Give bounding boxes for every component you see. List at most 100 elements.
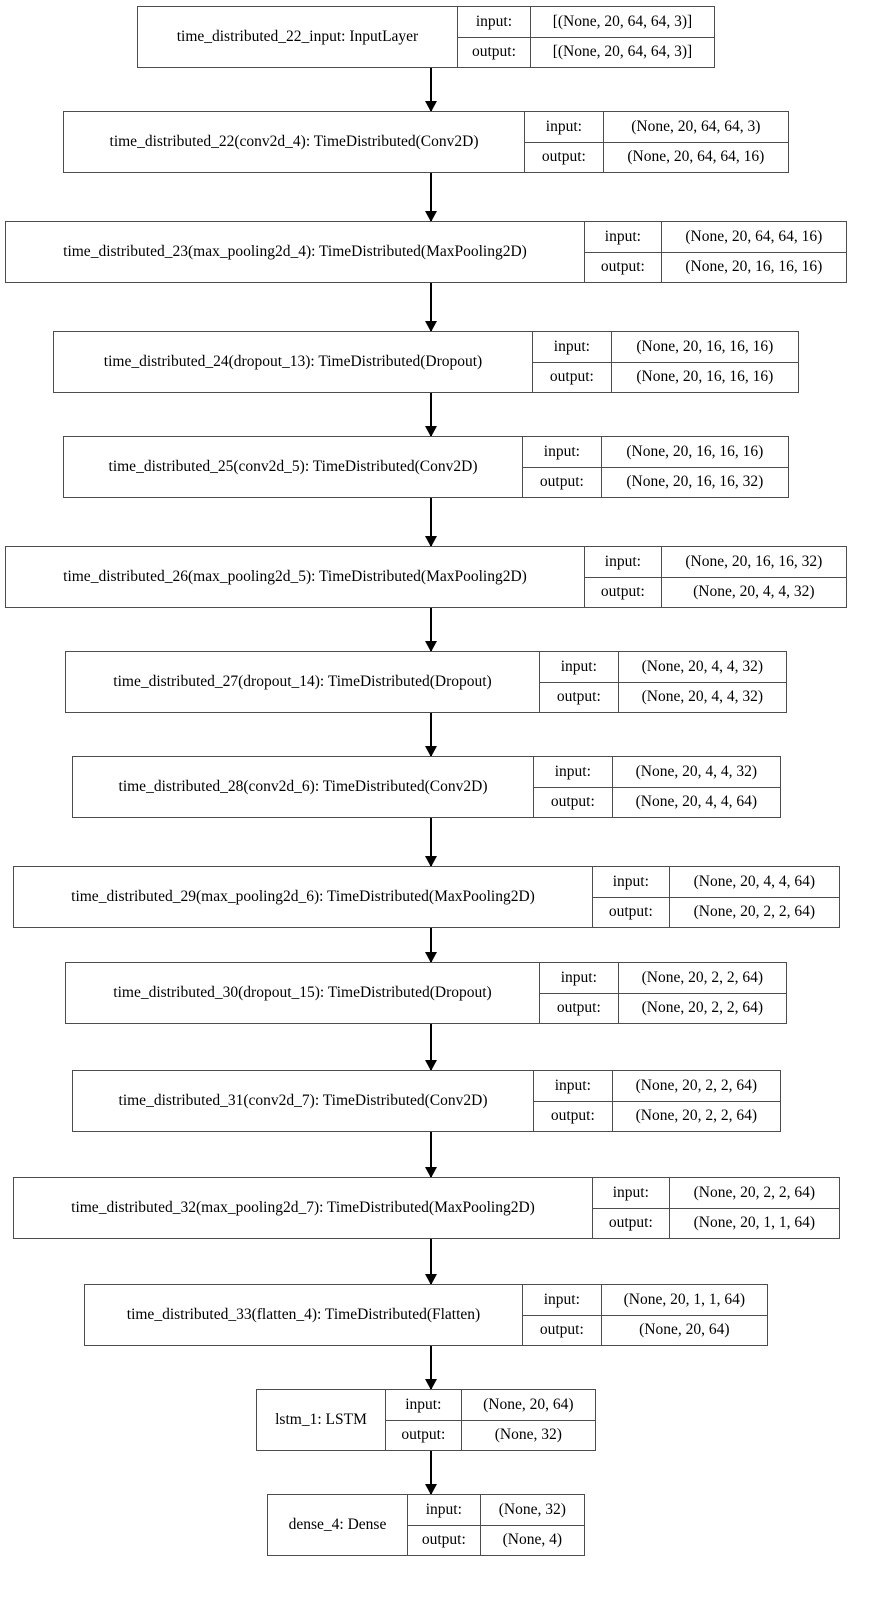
io-label-input: input: — [533, 332, 612, 362]
io-shape-output-time_distributed_22: (None, 20, 64, 64, 16) — [627, 148, 765, 166]
io-shape-output-time_distributed_28: (None, 20, 4, 4, 64) — [635, 793, 758, 811]
layer-io-table-time_distributed_25: input: (None, 20, 16, 16, 16) output: (None… — [522, 437, 788, 497]
layer-name-time_distributed_28: time_distributed_28(conv2d_6): TimeDistr… — [118, 778, 488, 796]
layer-io-table-time_distributed_26: input:(None, 20, 16, 16, 32)output:(None… — [584, 547, 846, 607]
io-shape-output-time_distributed_22_input: [(None, 20, 64, 64, 3)] — [552, 43, 693, 61]
io-row-output-time_distributed_25: output: (None, 20, 16, 16, 32) — [523, 467, 788, 497]
io-row-input-time_distributed_22_input: input:[(None, 20, 64, 64, 3)] — [457, 7, 714, 38]
layer-name-lstm_1: lstm_1: LSTM — [275, 1411, 367, 1429]
layer-name-time_distributed_23: time_distributed_23(max_pooling2d_4): Ti… — [63, 243, 527, 261]
layer-name-time_distributed_30: time_distributed_30(dropout_15): TimeDis… — [113, 984, 492, 1002]
io-shape-input-lstm_1: (None, 20, 64) — [483, 1395, 574, 1413]
io-label-input: input: — [523, 437, 602, 467]
layer-name-time_distributed_26: time_distributed_26(max_pooling2d_5): Ti… — [63, 568, 527, 586]
edge-time_distributed_29-to-time_distributed_30 — [425, 928, 437, 963]
arrowhead-icon — [425, 1167, 437, 1178]
io-shape-output-time_distributed_30: (None, 20, 2, 2, 64) — [641, 999, 764, 1017]
io-row-input-time_distributed_26: input:(None, 20, 16, 16, 32) — [585, 547, 846, 578]
io-label-input: input: — [593, 867, 670, 897]
io-shape-output-time_distributed_26: (None, 20, 4, 4, 32) — [693, 583, 815, 601]
edge-time_distributed_22_input-to-time_distributed_22 — [425, 68, 437, 112]
io-row-output-lstm_1: output:(None, 32) — [386, 1420, 595, 1450]
io-label-input: input: — [540, 652, 619, 682]
edge-time_distributed_27-to-time_distributed_28 — [425, 713, 437, 757]
io-label-output: output: — [523, 467, 602, 497]
layer-io-table-time_distributed_30: input:(None, 20, 2, 2, 64)output:(None, … — [539, 963, 786, 1023]
io-shape-input-time_distributed_33: (None, 20, 1, 1, 64) — [623, 1290, 746, 1308]
io-shape-input-time_distributed_25: (None, 20, 16, 16, 16) — [626, 442, 764, 460]
io-label-input: input: — [386, 1390, 462, 1420]
layer-io-table-time_distributed_22_input: input:[(None, 20, 64, 64, 3)]output:[(No… — [456, 7, 714, 67]
io-shape-input-time_distributed_24: (None, 20, 16, 16, 16) — [636, 337, 774, 355]
io-shape-input-time_distributed_29: (None, 20, 4, 4, 64) — [693, 872, 816, 890]
layer-io-table-lstm_1: input: (None, 20, 64) output:(None, 32) — [385, 1390, 595, 1450]
io-row-input-time_distributed_24: input: (None, 20, 16, 16, 16) — [533, 332, 798, 363]
layer-node-time_distributed_33[interactable]: time_distributed_33(flatten_4): TimeDist… — [84, 1284, 768, 1346]
io-shape-output-time_distributed_23: (None, 20, 16, 16, 16) — [685, 258, 823, 276]
arrowhead-icon — [425, 1379, 437, 1390]
layer-node-time_distributed_30[interactable]: time_distributed_30(dropout_15): TimeDis… — [65, 962, 787, 1024]
io-label-input: input: — [585, 547, 662, 577]
arrowhead-icon — [425, 641, 437, 652]
io-row-output-time_distributed_32: output: (None, 20, 1, 1, 64) — [593, 1208, 839, 1238]
io-row-output-time_distributed_27: output:(None, 20, 4, 4, 32) — [540, 682, 786, 712]
io-row-output-time_distributed_28: output:(None, 20, 4, 4, 64) — [534, 787, 780, 817]
io-row-input-lstm_1: input: (None, 20, 64) — [386, 1390, 595, 1421]
layer-name-time_distributed_31: time_distributed_31(conv2d_7): TimeDistr… — [118, 1092, 488, 1110]
layer-node-time_distributed_29[interactable]: time_distributed_29(max_pooling2d_6): Ti… — [13, 866, 840, 928]
edge-time_distributed_28-to-time_distributed_29 — [425, 818, 437, 867]
io-shape-input-time_distributed_31: (None, 20, 2, 2, 64) — [635, 1076, 758, 1094]
io-label-input: input: — [525, 112, 604, 142]
io-row-input-time_distributed_23: input:(None, 20, 64, 64, 16) — [585, 222, 846, 253]
io-label-output: output: — [408, 1525, 481, 1555]
io-row-input-time_distributed_32: input:(None, 20, 2, 2, 64) — [593, 1178, 839, 1209]
layer-node-time_distributed_22[interactable]: time_distributed_22(conv2d_4): TimeDistr… — [63, 111, 789, 173]
layer-node-time_distributed_25[interactable]: time_distributed_25(conv2d_5): TimeDistr… — [63, 436, 789, 498]
io-label-output: output: — [593, 897, 670, 927]
io-label-output: output: — [593, 1208, 670, 1238]
edge-time_distributed_31-to-time_distributed_32 — [425, 1132, 437, 1178]
layer-node-time_distributed_23[interactable]: time_distributed_23(max_pooling2d_4): Ti… — [5, 221, 847, 283]
io-shape-input-time_distributed_27: (None, 20, 4, 4, 32) — [641, 657, 764, 675]
io-row-input-dense_4: input:(None, 32) — [408, 1495, 584, 1526]
io-shape-output-dense_4: (None, 4) — [502, 1531, 562, 1549]
io-shape-input-dense_4: (None, 32) — [498, 1500, 566, 1518]
layer-io-table-time_distributed_32: input:(None, 20, 2, 2, 64)output: (None, … — [592, 1178, 839, 1238]
layer-io-table-dense_4: input:(None, 32)output: (None, 4) — [407, 1495, 584, 1555]
layer-node-time_distributed_32[interactable]: time_distributed_32(max_pooling2d_7): Ti… — [13, 1177, 840, 1239]
io-label-input: input: — [534, 1071, 613, 1101]
edge-time_distributed_26-to-time_distributed_27 — [425, 608, 437, 652]
io-label-input: input: — [585, 222, 662, 252]
io-label-output: output: — [533, 362, 612, 392]
layer-node-time_distributed_24[interactable]: time_distributed_24(dropout_13): TimeDis… — [53, 331, 799, 393]
io-row-output-time_distributed_30: output: (None, 20, 2, 2, 64) — [540, 993, 786, 1023]
edge-time_distributed_22-to-time_distributed_23 — [425, 173, 437, 222]
layer-io-table-time_distributed_22: input:(None, 20, 64, 64, 3)output:(None,… — [524, 112, 788, 172]
io-row-input-time_distributed_28: input:(None, 20, 4, 4, 32) — [534, 757, 780, 788]
io-row-output-time_distributed_29: output:(None, 20, 2, 2, 64) — [593, 897, 839, 927]
layer-node-time_distributed_28[interactable]: time_distributed_28(conv2d_6): TimeDistr… — [72, 756, 781, 818]
edge-time_distributed_33-to-lstm_1 — [425, 1346, 437, 1390]
layer-name-time_distributed_24: time_distributed_24(dropout_13): TimeDis… — [103, 353, 483, 371]
layer-node-time_distributed_27[interactable]: time_distributed_27(dropout_14): TimeDis… — [65, 651, 787, 713]
layer-io-table-time_distributed_23: input:(None, 20, 64, 64, 16)output:(None… — [584, 222, 846, 282]
io-shape-output-time_distributed_32: (None, 20, 1, 1, 64) — [693, 1214, 816, 1232]
io-label-output: output: — [540, 993, 619, 1023]
io-row-output-time_distributed_33: output:(None, 20, 64) — [523, 1315, 767, 1345]
io-shape-output-time_distributed_25: (None, 20, 16, 16, 32) — [626, 473, 764, 491]
edge-time_distributed_30-to-time_distributed_31 — [425, 1024, 437, 1071]
layer-node-time_distributed_31[interactable]: time_distributed_31(conv2d_7): TimeDistr… — [72, 1070, 781, 1132]
io-row-output-time_distributed_22_input: output:[(None, 20, 64, 64, 3)] — [458, 37, 714, 67]
io-row-output-time_distributed_26: output:(None, 20, 4, 4, 32) — [585, 577, 846, 607]
io-label-output: output: — [525, 142, 604, 172]
layer-name-time_distributed_25: time_distributed_25(conv2d_5): TimeDistr… — [108, 458, 478, 476]
layer-node-lstm_1[interactable]: lstm_1: LSTM input: (None, 20, 64) output:(… — [256, 1389, 596, 1451]
io-row-output-time_distributed_22: output: (None, 20, 64, 64, 16) — [525, 142, 788, 172]
layer-node-time_distributed_26[interactable]: time_distributed_26(max_pooling2d_5): Ti… — [5, 546, 847, 608]
io-row-output-dense_4: output: (None, 4) — [408, 1525, 584, 1555]
layer-name-time_distributed_29: time_distributed_29(max_pooling2d_6): Ti… — [71, 888, 535, 906]
io-label-output: output: — [534, 1101, 613, 1131]
arrowhead-icon — [425, 746, 437, 757]
